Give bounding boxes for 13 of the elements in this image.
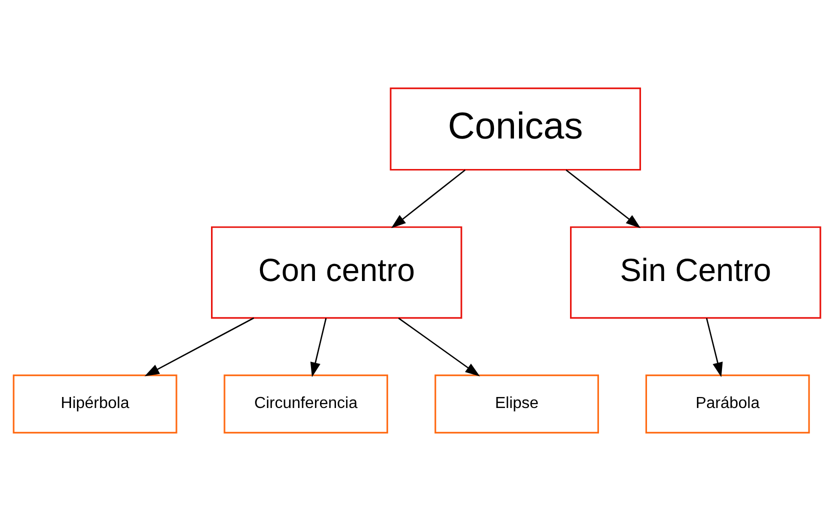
arrow [391,168,466,228]
node-box: Sin Centro [570,226,822,318]
node-box: Con centro [211,226,462,318]
arrow [144,316,254,376]
arrow [706,318,723,377]
node-box: Parábola [645,374,810,433]
arrow [566,168,641,228]
arrow [398,317,480,376]
node-box: Hipérbola [12,374,178,433]
node-box: Conicas [390,87,641,170]
node-box: Circunferencia [224,374,388,433]
node-box: Elipse [434,374,599,433]
arrow [310,318,327,377]
